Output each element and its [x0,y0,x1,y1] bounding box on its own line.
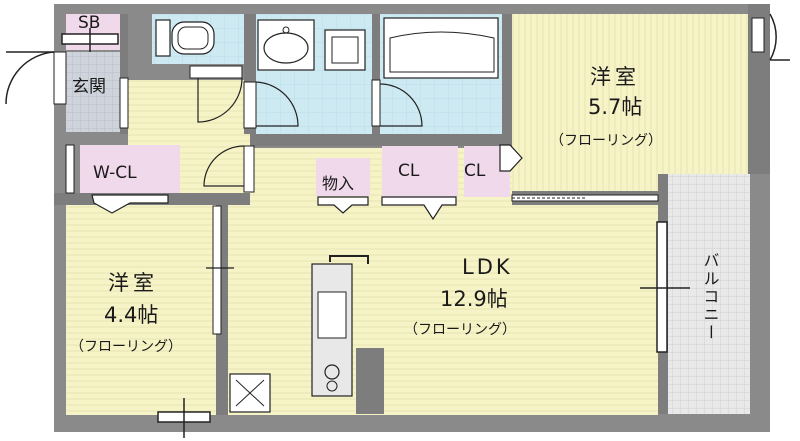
west-room-size: 4.4帖 [104,303,158,327]
washroom-door-swing [255,81,299,127]
ldk-floor-type: （フローリング） [404,322,516,338]
ldk-floor-main [228,205,658,414]
balcony-floor-main [668,174,750,414]
washing-machine-icon [324,29,366,71]
ldk-title: LDK [462,255,513,279]
hall-ldk-door-swing [203,145,245,187]
toilet-icon [155,19,215,57]
label-closet-1: CL [398,161,420,181]
washbasin-icon [257,19,315,71]
north-room-door-swing [769,13,777,61]
closet-1-floor [382,145,458,197]
west-room-sliding-door [212,205,222,335]
washroom-door-leaf [243,81,257,129]
west-room-floor-type: （フローリング） [70,339,182,355]
closet-1-door-marker [381,196,457,221]
label-balcony: バルコニー [701,252,720,342]
bath-door-leaf [371,79,381,127]
label-walk-in-closet: W-CL [93,163,137,183]
kitchen-side-wall [356,348,384,414]
western-room-west-floor [66,205,216,415]
closet-2-door-marker [499,144,523,172]
entrance-floor [66,52,120,132]
label-entrance: 玄関 [72,77,106,97]
kitchen-counter [311,255,369,397]
front-door-leaf [53,51,67,105]
storage-door-marker [317,196,369,214]
ldk-size: 12.9帖 [440,287,508,311]
west-room-title: 洋室 [108,271,158,295]
label-storage: 物入 [322,174,354,193]
wall-hall-west [120,14,128,134]
bathtub-icon [383,17,499,79]
north-room-size: 5.7帖 [588,95,642,119]
label-shoe-box: SB [78,13,100,33]
hall-door-leaf [119,77,129,129]
front-door-swing [5,51,55,105]
western-room-north-floor [512,14,748,191]
toilet-door-swing [197,77,243,123]
wcl-side-wall [65,144,75,194]
hall-ldk-door-leaf [243,145,255,193]
bath-door-swing [379,83,423,127]
wall-wet-south [250,134,512,146]
north-room-title: 洋室 [590,65,640,89]
label-closet-2: CL [464,161,486,181]
ventilation-icon [229,373,271,413]
north-room-floor-type: （フローリング） [550,133,662,149]
window-north-room-east [751,17,765,53]
wall-bath-north-room [502,14,512,148]
window-ldk-east [656,221,668,353]
wcl-closet-floor [80,145,180,193]
storage-closet-floor [316,158,370,196]
wcl-door-marker [91,194,169,214]
toilet-door-leaf [189,65,243,79]
wall-separator-bath [372,14,380,134]
